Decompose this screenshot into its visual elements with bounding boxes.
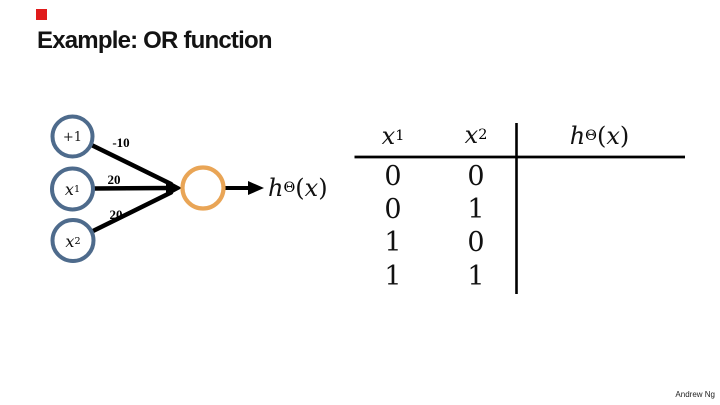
header-x2-sub: 2	[478, 126, 488, 143]
header-h-arg: x	[606, 121, 620, 150]
header-x1-base: x	[381, 121, 396, 150]
h-base: h	[268, 174, 284, 202]
bias-node-text: +1	[62, 129, 83, 145]
bias-node-label: +1	[53, 128, 93, 146]
weight-bias-label: -10	[112, 135, 130, 150]
h-arg: x	[304, 174, 319, 202]
table-cell-r3c1: 1	[384, 227, 402, 258]
edge-bias-to-output	[90, 143, 174, 187]
table-cell-r4c2: 1	[467, 261, 485, 292]
h-paren-close: )	[318, 174, 328, 202]
x1-base: x	[64, 179, 74, 199]
weight-x2-label: 20	[109, 207, 123, 222]
table-cell-r4c1: 1	[384, 261, 402, 292]
node-x2	[50, 218, 96, 263]
h-paren-open: (	[295, 174, 305, 202]
page-title: Example: OR function	[37, 27, 273, 54]
node-x1	[50, 166, 95, 212]
author-credit: Andrew Ng	[675, 390, 715, 399]
header-h-sub: Θ	[585, 127, 597, 144]
table-cell-r3c2: 0	[467, 227, 485, 258]
output-arrowhead-icon	[248, 181, 264, 195]
red-marker-icon	[36, 9, 47, 20]
x2-base: x	[65, 231, 75, 251]
header-x2-base: x	[464, 120, 479, 149]
edge-x1-to-output	[91, 185, 174, 191]
x2-sub: 2	[74, 235, 81, 247]
header-x1-sub: 1	[395, 127, 405, 144]
header-h-paren-open: (	[596, 121, 607, 150]
node-bias	[50, 114, 95, 159]
x1-sub: 1	[73, 183, 81, 195]
node-output	[180, 165, 226, 211]
header-h-paren-close: )	[619, 121, 630, 150]
weight-x1-label: 20	[107, 172, 121, 187]
table-cell-r1c2: 0	[467, 161, 485, 192]
table-cell-r2c1: 0	[384, 194, 402, 225]
h-sub: Θ	[283, 180, 296, 196]
table-cell-r1c1: 0	[384, 161, 402, 192]
table-cell-r2c2: 1	[467, 194, 485, 225]
edge-x2-to-output	[90, 190, 174, 234]
header-h-base: h	[569, 121, 586, 150]
edges-arrowhead-icon	[166, 179, 182, 197]
